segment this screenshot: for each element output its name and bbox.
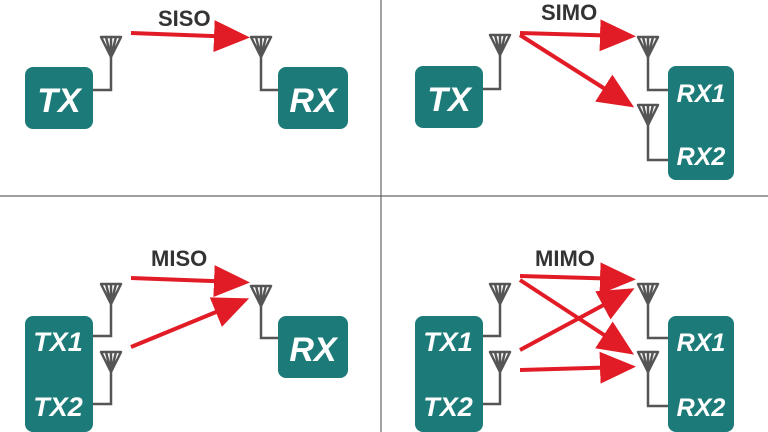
siso-arrow bbox=[130, 20, 250, 53]
miso-arrow-from-tx2 bbox=[130, 297, 250, 349]
simo-tx-box bbox=[415, 66, 483, 128]
panel-mimo: MIMO TX1 TX2 RX1 RX2 bbox=[415, 246, 734, 432]
siso-rx-antenna-icon bbox=[249, 35, 278, 92]
mimo-tx-box bbox=[415, 316, 483, 432]
simo-arrow-to-rx1 bbox=[519, 19, 636, 52]
siso-tx-antenna-icon bbox=[93, 35, 123, 92]
panel-simo: SIMO TX RX1 RX2 bbox=[415, 0, 734, 180]
simo-tx-antenna-icon bbox=[483, 33, 512, 91]
mimo-rx-box bbox=[668, 316, 734, 432]
miso-arrow-from-tx1 bbox=[130, 265, 250, 298]
mimo-tx2-antenna-icon bbox=[483, 350, 512, 406]
simo-title: SIMO bbox=[541, 0, 597, 25]
mimo-arrow-tx1-rx1 bbox=[519, 262, 636, 295]
siso-tx-label: TX bbox=[37, 82, 83, 120]
mimo-title: MIMO bbox=[535, 246, 595, 271]
simo-rx2-antenna-icon bbox=[636, 103, 668, 162]
simo-rx2-label: RX2 bbox=[677, 143, 726, 171]
miso-rx-label: RX bbox=[289, 331, 339, 369]
miso-rx-box bbox=[278, 316, 348, 378]
simo-rx1-antenna-icon bbox=[636, 35, 668, 92]
mimo-rx1-antenna-icon bbox=[636, 282, 668, 340]
mimo-rx2-label: RX2 bbox=[677, 394, 726, 422]
mimo-arrow-tx1-rx2 bbox=[518, 278, 635, 355]
mimo-tx1-antenna-icon bbox=[483, 282, 512, 338]
simo-tx-label: TX bbox=[427, 81, 473, 119]
simo-rx1-label: RX1 bbox=[677, 80, 726, 108]
panel-siso: SISO TX RX bbox=[25, 6, 348, 129]
siso-title: SISO bbox=[158, 6, 211, 31]
miso-tx2-label: TX2 bbox=[33, 392, 83, 422]
miso-tx1-antenna-icon bbox=[93, 282, 123, 338]
simo-arrow-to-rx2 bbox=[518, 33, 635, 108]
mimo-rx1-label: RX1 bbox=[677, 329, 726, 357]
miso-tx-box bbox=[25, 316, 93, 432]
siso-rx-label: RX bbox=[289, 82, 339, 120]
mimo-tx2-label: TX2 bbox=[423, 392, 473, 422]
simo-rx-box bbox=[668, 66, 734, 180]
siso-tx-box bbox=[25, 67, 93, 129]
miso-rx-antenna-icon bbox=[249, 284, 278, 340]
miso-tx2-antenna-icon bbox=[93, 350, 123, 406]
mimo-tx1-label: TX1 bbox=[423, 327, 473, 357]
siso-rx-box bbox=[278, 67, 348, 129]
panel-miso: MISO TX1 TX2 RX bbox=[25, 246, 348, 432]
mimo-arrow-tx2-rx2 bbox=[519, 351, 636, 384]
mimo-arrow-tx2-rx1 bbox=[519, 288, 635, 352]
miso-title: MISO bbox=[151, 246, 207, 271]
mimo-rx2-antenna-icon bbox=[636, 350, 668, 408]
miso-tx1-label: TX1 bbox=[33, 327, 83, 357]
